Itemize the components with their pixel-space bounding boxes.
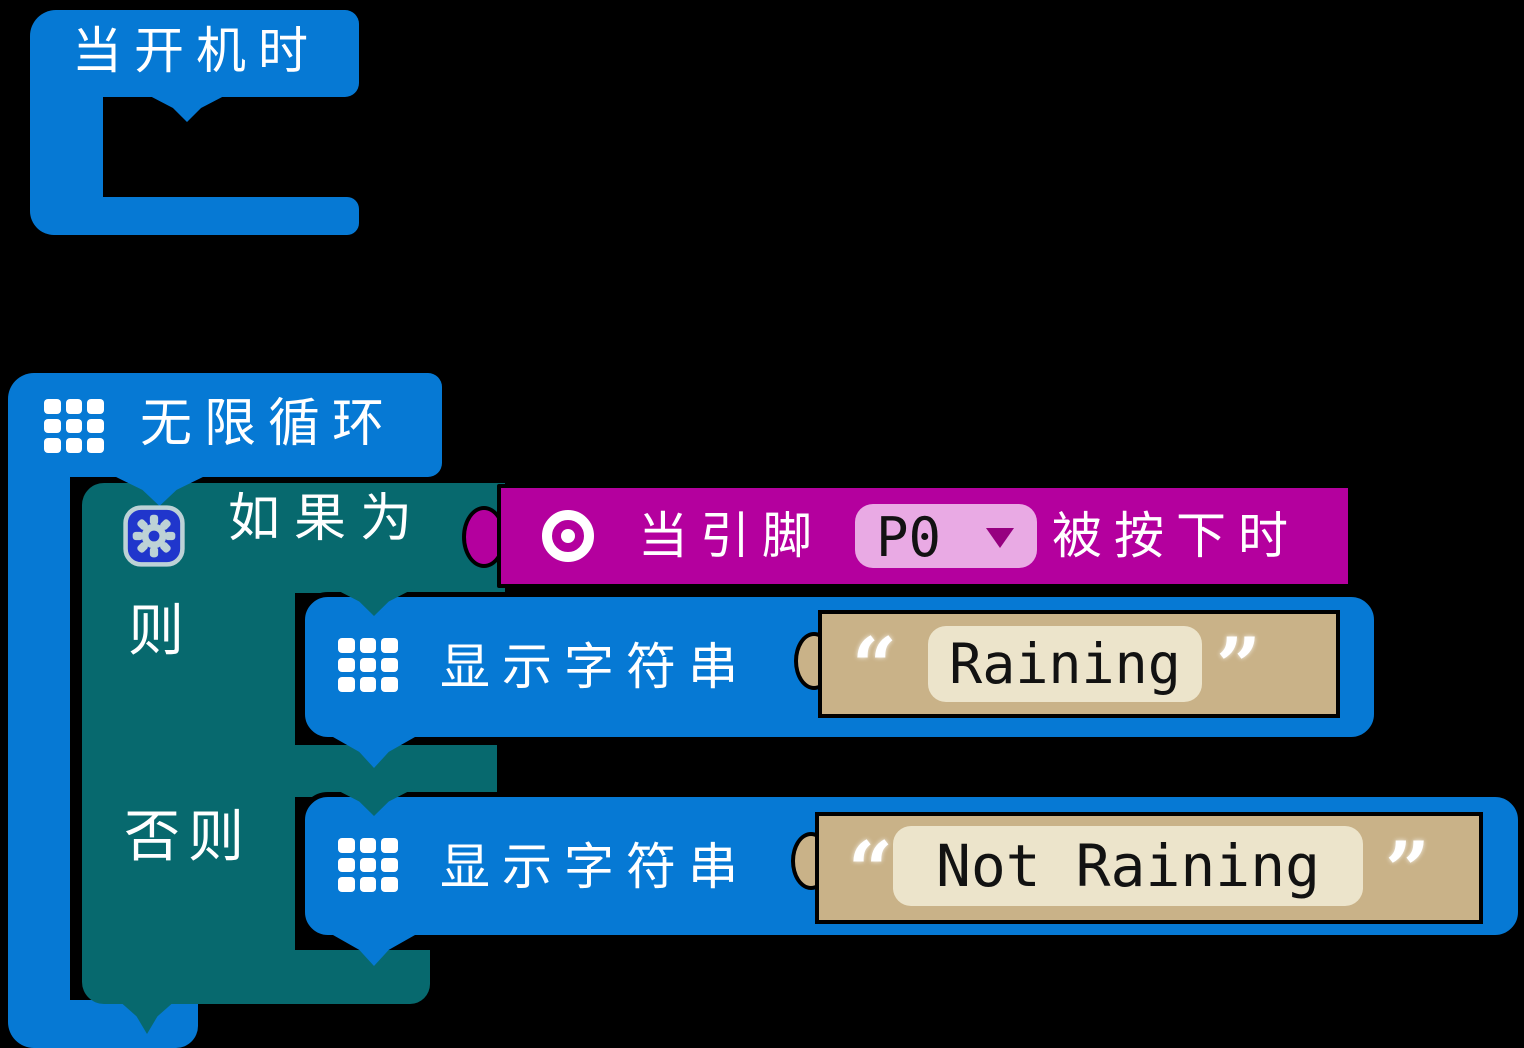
pin-pressed-text-after: 被按下时: [1052, 508, 1300, 564]
string-input-field[interactable]: Raining: [928, 626, 1202, 702]
forever-label: 无限循环: [140, 396, 397, 453]
gear-icon[interactable]: [123, 505, 185, 567]
string-input-field[interactable]: Not Raining: [893, 826, 1363, 906]
open-quote: “: [848, 825, 893, 916]
if-then-spine[interactable]: [82, 590, 295, 755]
close-quote: ”: [1385, 825, 1430, 916]
open-quote: “: [852, 621, 897, 712]
close-quote: ”: [1216, 621, 1261, 712]
string-value-text[interactable]: Raining: [949, 632, 1181, 696]
if-label: 如果为: [228, 491, 427, 548]
show-string-else-label: 显示字符串: [440, 839, 750, 895]
led-grid-icon: [338, 638, 398, 692]
if-else-separator[interactable]: [82, 745, 497, 797]
forever-bottom-bar[interactable]: [8, 1000, 198, 1048]
on-start-bottom-bar[interactable]: [30, 197, 359, 235]
led-grid-icon: [338, 838, 398, 892]
pin-dropdown-value[interactable]: P0: [876, 506, 942, 569]
if-else-spine[interactable]: [82, 790, 295, 955]
on-start-statement-notch: [148, 95, 226, 122]
then-label: 则: [128, 601, 184, 663]
show-string-then-label: 显示字符串: [440, 639, 750, 695]
pin-touch-icon: [542, 510, 594, 562]
led-grid-icon: [44, 399, 104, 453]
else-label: 否则: [124, 807, 252, 869]
on-start-label: 当开机时: [72, 23, 320, 79]
on-start-left-spine[interactable]: [30, 93, 103, 199]
forever-left-spine[interactable]: [8, 475, 70, 1005]
pin-pressed-text-before: 当引脚: [638, 508, 824, 564]
on-start-top-bar[interactable]: [30, 10, 359, 97]
string-value-text[interactable]: Not Raining: [935, 832, 1321, 900]
chevron-down-icon: [986, 528, 1014, 548]
